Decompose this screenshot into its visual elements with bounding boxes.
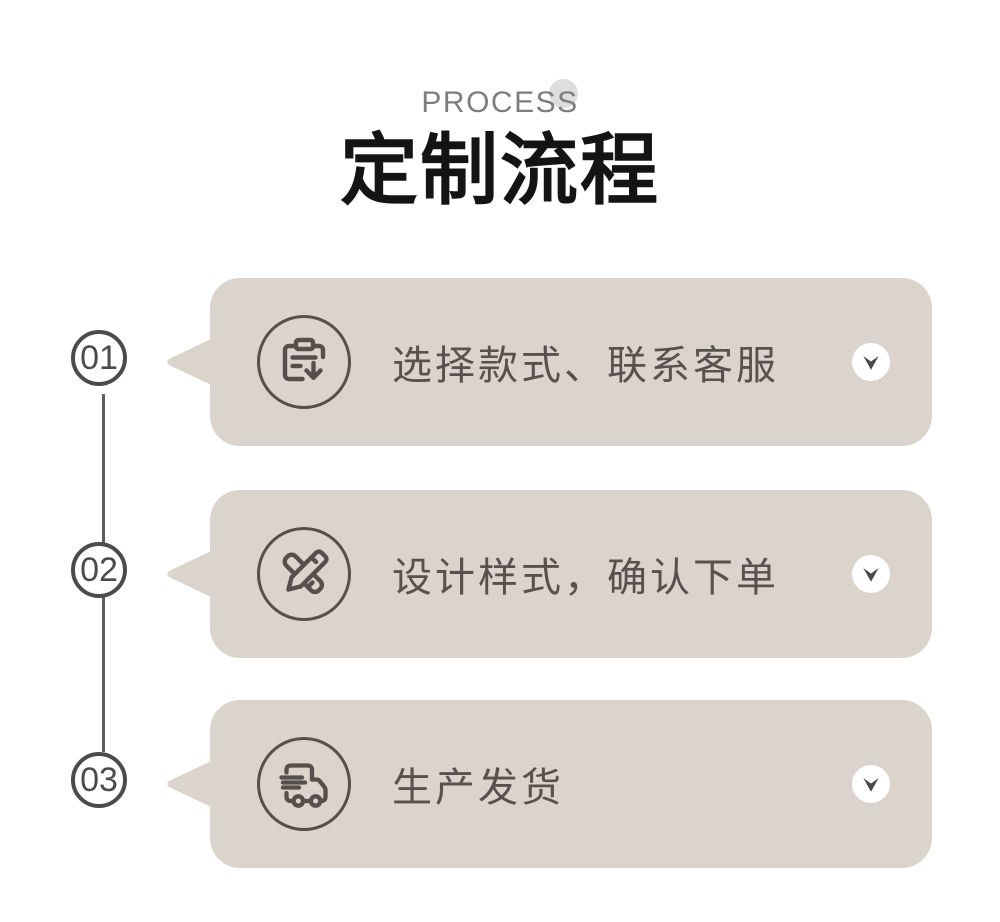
chevron-down-icon (863, 777, 879, 792)
step-number: 01 (80, 338, 118, 377)
card-pointer (167, 551, 211, 597)
expand-step-button[interactable] (852, 555, 890, 593)
step-icon-circle (257, 737, 351, 831)
card-pointer (167, 339, 211, 385)
accent-dot-icon (549, 79, 578, 108)
chevron-down-icon (863, 355, 879, 370)
expand-step-button[interactable] (852, 765, 890, 803)
section-eyebrow: PROCESS (421, 86, 579, 119)
delivery-truck-icon (279, 763, 328, 808)
step-card: 设计样式，确认下单 (210, 490, 932, 658)
step-icon-circle (257, 315, 351, 409)
design-pen-icon (282, 549, 329, 595)
step-label: 生产发货 (392, 766, 564, 810)
section-title: 定制流程 (339, 126, 660, 214)
order-form-icon (282, 337, 326, 382)
step-number: 02 (80, 550, 118, 589)
step-card: 生产发货 (210, 700, 932, 868)
step-row-1: 01 选择款式、联系客服 (0, 278, 1000, 446)
step-number-badge: 01 (71, 330, 127, 386)
step-icon-circle (257, 527, 351, 621)
step-label: 选择款式、联系客服 (392, 344, 779, 388)
card-pointer (167, 761, 211, 807)
step-row-2: 02 设计样式，确认下单 (0, 490, 1000, 658)
chevron-down-icon (863, 567, 879, 582)
step-number: 03 (80, 760, 118, 799)
step-row-3: 03 (0, 700, 1000, 868)
section-eyebrow-row: PROCESS (0, 79, 1000, 122)
step-number-badge: 02 (71, 542, 127, 598)
step-card: 选择款式、联系客服 (210, 278, 932, 446)
expand-step-button[interactable] (852, 343, 890, 381)
step-number-badge: 03 (71, 752, 127, 808)
step-label: 设计样式，确认下单 (392, 556, 779, 600)
